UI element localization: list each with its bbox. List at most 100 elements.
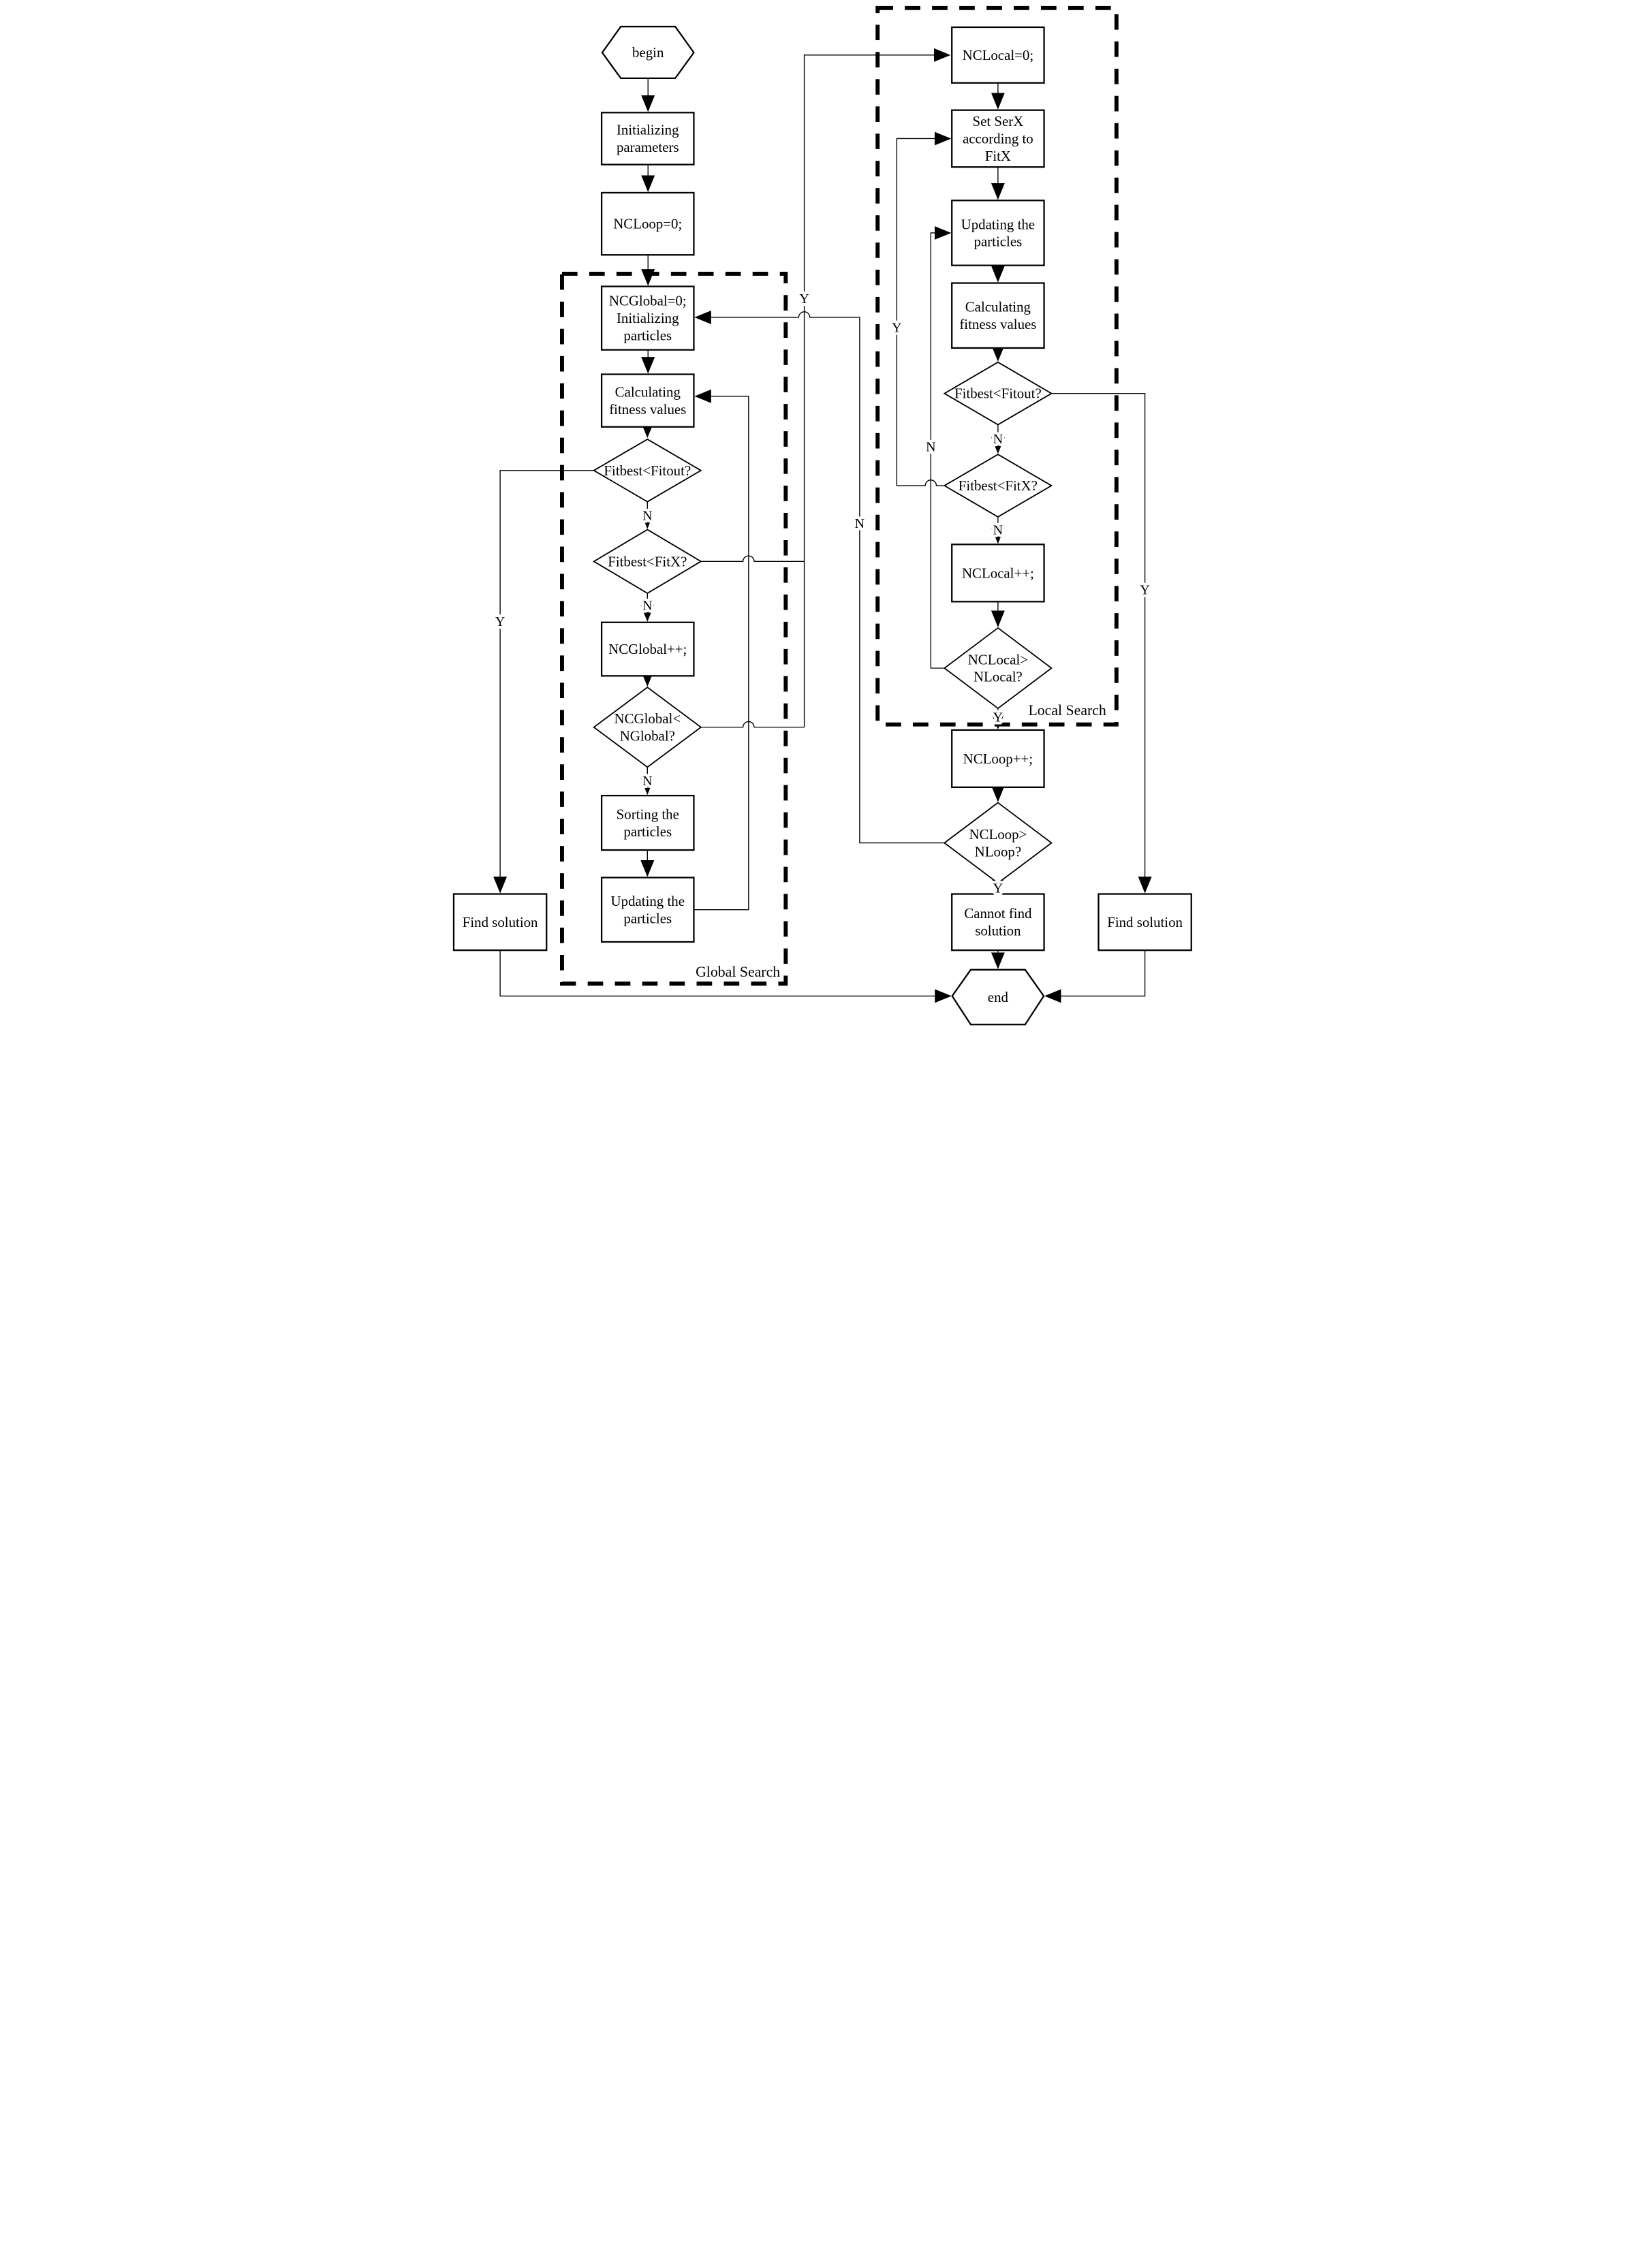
node-label-ncloop0: NCLoop=0; <box>613 216 682 232</box>
node-label-fitoutR: Fitbest<Fitout? <box>954 385 1042 402</box>
edge-label-nloop-N: N <box>855 516 865 531</box>
edge-label-nlocal-Y: Y <box>993 710 1003 725</box>
edge-localline-nclocal0 <box>803 48 951 727</box>
edge-fitoutR-findR <box>1051 393 1152 894</box>
node-label-nloop: NCLoop>NLoop? <box>969 826 1027 860</box>
node-shape-nglobal <box>593 687 702 768</box>
node-label-begin: begin <box>632 44 664 61</box>
flowchart-svg: Global Search Local Search beginInitializ… <box>450 0 1200 1030</box>
node-fitoutL: Fitbest<Fitout? <box>592 438 702 503</box>
node-shape-sorting <box>600 794 695 851</box>
node-label-nglobal: NCGlobal<NGlobal? <box>614 710 681 744</box>
node-label-nclooppp: NCLoop++; <box>963 751 1033 767</box>
node-shape-findR <box>1098 893 1192 951</box>
edge-findR-end <box>1044 950 1146 1003</box>
edge-label-fitoutL-N: N <box>642 509 652 524</box>
edge-nglobal-to-localline <box>701 721 805 728</box>
node-shape-ncloop0 <box>600 191 695 256</box>
edge-label-fitxL-Y: Y <box>799 292 809 306</box>
node-shape-fitoutL <box>592 438 702 503</box>
node-nclooppp: NCLoop++; <box>951 729 1045 788</box>
node-shape-nclpp <box>951 544 1045 603</box>
node-label-fitxR: Fitbest<FitX? <box>959 477 1038 494</box>
node-shape-updatingL <box>600 877 695 943</box>
node-label-nlocal: NCLocal>NLocal? <box>968 651 1028 684</box>
node-shape-nloop <box>943 802 1053 884</box>
node-label-nclocal0: NCLocal=0; <box>963 47 1034 63</box>
node-shape-nclooppp <box>951 729 1045 788</box>
node-shape-nclocal0 <box>951 26 1045 84</box>
node-fitxR: Fitbest<FitX? <box>943 454 1053 518</box>
node-ncloop0: NCLoop=0; <box>600 191 695 256</box>
node-shape-begin <box>601 25 695 80</box>
edge-label-fitxL-N: N <box>642 599 652 614</box>
region-label-local: Local Search <box>1028 702 1106 719</box>
node-shape-init <box>600 112 695 166</box>
node-shape-findL <box>452 893 548 951</box>
edge-nlocal-back-updatingR <box>930 225 952 669</box>
node-shape-calcL <box>600 373 695 428</box>
node-nglobal: NCGlobal<NGlobal? <box>593 687 702 768</box>
edge-label-nlocal-N: N <box>926 439 935 454</box>
node-label-findR: Find solution <box>1107 914 1183 930</box>
edge-findL-end <box>499 950 952 1003</box>
edge-label-fitoutR-N: N <box>993 432 1003 447</box>
node-shape-end <box>951 968 1045 1026</box>
region-box-global <box>560 271 788 986</box>
node-shape-fitoutR <box>943 361 1053 426</box>
node-shape-calcR <box>951 282 1045 349</box>
node-fitxL: Fitbest<FitX? <box>592 529 702 595</box>
node-begin: begin <box>601 25 695 80</box>
node-nloop: NCLoop>NLoop? <box>943 802 1053 884</box>
node-nlocal: NCLocal>NLocal? <box>943 627 1053 710</box>
flow-edges <box>493 48 1152 1003</box>
edge-label-nloop-Y: Y <box>993 881 1003 896</box>
edge-nloop-back-ncglobal0 <box>694 310 945 844</box>
node-label-end: end <box>988 989 1009 1005</box>
node-ncgpp: NCGlobal++; <box>600 621 695 677</box>
node-label-findL: Find solution <box>463 914 538 930</box>
node-end: end <box>951 968 1045 1026</box>
node-label-fitoutL: Fitbest<Fitout? <box>604 462 691 479</box>
edge-fitxL-to-localline <box>701 555 805 562</box>
node-shape-setserx <box>951 109 1045 168</box>
edge-label-fitoutR-Y: Y <box>1140 583 1149 598</box>
node-label-fitxL: Fitbest<FitX? <box>608 553 687 569</box>
edge-fitxR-back-setserx <box>896 131 952 486</box>
node-nclocal0: NCLocal=0; <box>951 26 1045 84</box>
edge-label-fitoutL-Y: Y <box>495 614 505 629</box>
node-shape-cannot <box>951 893 1045 951</box>
node-findL: Find solution <box>452 893 548 951</box>
region-label-global: Global Search <box>696 964 780 980</box>
edge-fitoutL-findL <box>493 470 594 894</box>
node-shape-fitxR <box>943 454 1053 518</box>
node-findR: Find solution <box>1098 893 1192 951</box>
node-fitoutR: Fitbest<Fitout? <box>943 361 1053 426</box>
node-shape-updatingR <box>951 200 1045 266</box>
node-shape-fitxL <box>592 529 702 595</box>
node-label-ncgpp: NCGlobal++; <box>608 641 687 657</box>
edge-label-fitxR-N: N <box>993 522 1003 537</box>
node-shape-ncgpp <box>600 621 695 677</box>
edge-updatingL-loop-calcL <box>694 389 749 911</box>
